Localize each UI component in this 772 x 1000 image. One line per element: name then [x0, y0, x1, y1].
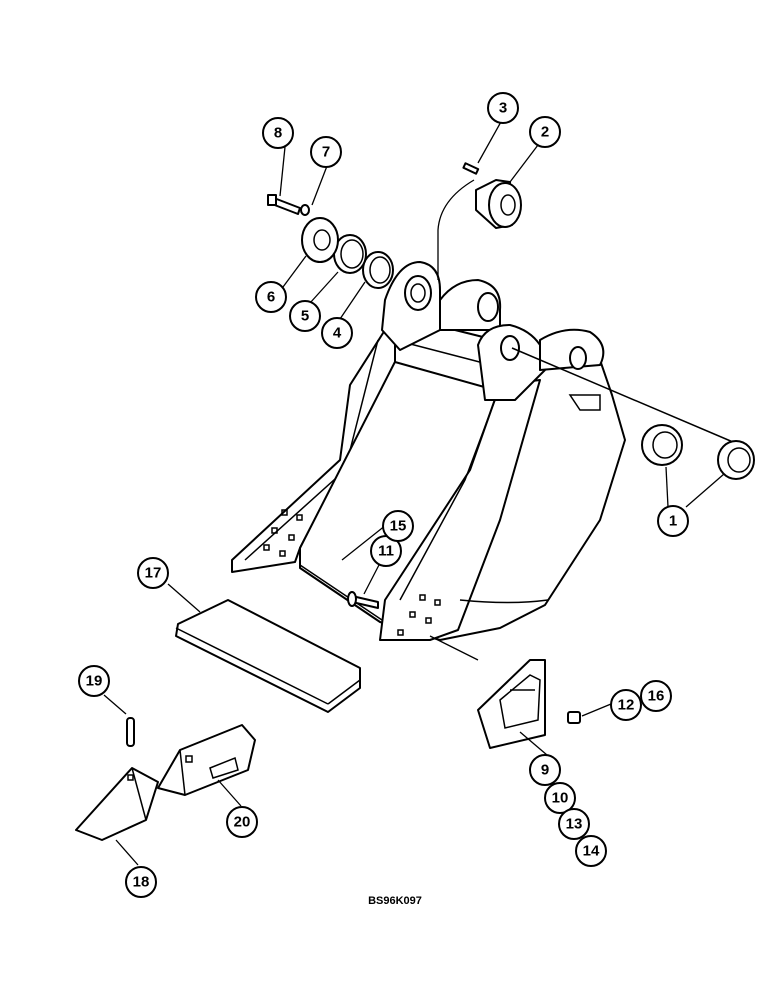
pin-axis-line: [511, 347, 741, 446]
side-cutter-part-9: [477, 659, 546, 749]
callout-20: 20: [226, 806, 258, 838]
svg-text:14: 14: [583, 843, 600, 860]
bushing-part-1: [641, 424, 755, 480]
adapter-part-20: [157, 724, 256, 796]
pin-part-19: [126, 717, 135, 747]
svg-text:4: 4: [333, 325, 342, 342]
cutting-edge-part-17: [175, 599, 361, 713]
nut-part-12: [567, 711, 581, 724]
side-plate-holes: [263, 509, 441, 636]
svg-text:20: 20: [234, 814, 251, 831]
callout-13: 13: [558, 808, 590, 840]
tooth-part-18: [75, 767, 159, 841]
svg-text:9: 9: [541, 762, 549, 779]
callout-4: 4: [321, 317, 353, 349]
callout-18: 18: [125, 866, 157, 898]
svg-text:15: 15: [390, 518, 407, 535]
callout-8: 8: [262, 117, 294, 149]
callout-19: 19: [78, 665, 110, 697]
callout-11: 11: [370, 535, 402, 567]
callout-6: 6: [255, 281, 287, 313]
callout-1: 1: [657, 505, 689, 537]
part-3-path: [437, 179, 475, 280]
svg-text:2: 2: [541, 124, 549, 141]
callout-14: 14: [575, 835, 607, 867]
svg-text:3: 3: [499, 100, 507, 117]
svg-text:10: 10: [552, 790, 569, 807]
drawing-code: BS96K097: [368, 895, 422, 907]
svg-text:17: 17: [145, 565, 162, 582]
retainer-plate-part-6: [301, 217, 339, 263]
bucket-body: [231, 329, 626, 641]
bolt-part-11: [347, 591, 379, 609]
svg-text:16: 16: [648, 688, 665, 705]
left-mounting-lugs: [381, 261, 502, 351]
svg-text:13: 13: [566, 816, 583, 833]
callout-16: 16: [640, 680, 672, 712]
callout-17: 17: [137, 557, 169, 589]
right-mounting-lugs: [477, 324, 605, 401]
callout-2: 2: [529, 116, 561, 148]
bolt-part-8: [267, 194, 301, 215]
roll-pin-part-3: [462, 162, 480, 175]
svg-text:18: 18: [133, 874, 150, 891]
svg-text:7: 7: [322, 144, 330, 161]
shim-part-5: [333, 234, 367, 274]
svg-text:5: 5: [301, 308, 309, 325]
svg-text:19: 19: [86, 673, 103, 690]
callout-7: 7: [310, 136, 342, 168]
washer-part-7: [300, 204, 310, 216]
svg-text:12: 12: [618, 697, 635, 714]
callout-15: 15: [382, 510, 414, 542]
svg-text:1: 1: [669, 513, 677, 530]
callout-3: 3: [487, 92, 519, 124]
svg-text:8: 8: [274, 125, 282, 142]
bushing-part-2: [475, 179, 522, 229]
callout-9: 9: [529, 754, 561, 786]
svg-text:6: 6: [267, 289, 275, 306]
callout-12: 12: [610, 689, 642, 721]
shim-part-4: [362, 251, 394, 289]
callout-10: 10: [544, 782, 576, 814]
svg-text:11: 11: [378, 543, 394, 560]
callout-5: 5: [289, 300, 321, 332]
